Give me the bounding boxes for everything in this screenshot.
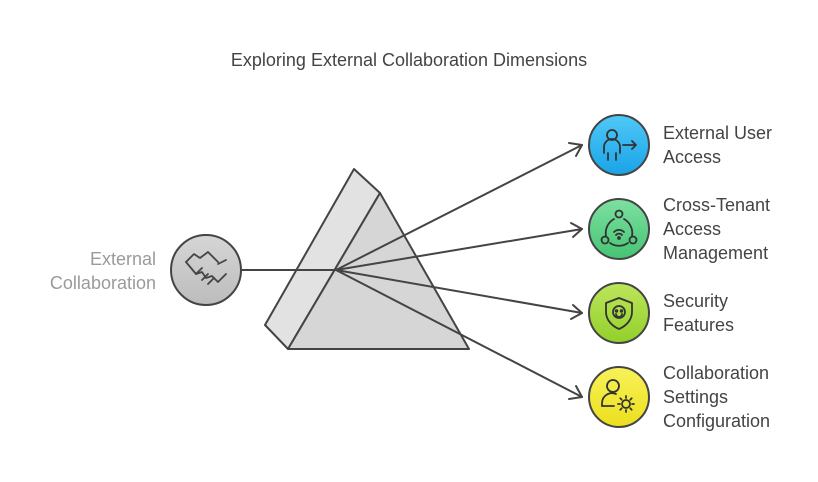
item-label-line: Collaboration — [663, 363, 770, 383]
item-label-line: Security — [663, 291, 729, 311]
item-label-cross-tenant: Cross-Tenant Access Management — [663, 193, 813, 265]
item-label-external-user-access: External User Access — [663, 121, 813, 169]
arrowhead-external-user-access — [568, 142, 583, 157]
item-label-line: Features — [663, 315, 735, 335]
item-node-external-user-access — [588, 114, 650, 176]
item-label-line: Management — [663, 243, 769, 263]
ray-cross-tenant — [335, 228, 583, 271]
source-label: External Collaboration — [20, 247, 156, 295]
item-label-collaboration-settings: Collaboration Settings Configuration — [663, 361, 813, 433]
arrowhead-security-features — [570, 304, 583, 320]
source-circle — [170, 234, 242, 306]
item-circle-security-features — [588, 282, 650, 344]
ray-external-user-access — [335, 144, 583, 271]
source-label-line-2: Collaboration — [49, 273, 156, 293]
item-label-line: Configuration — [663, 411, 771, 431]
user-arrow-icon — [603, 129, 637, 161]
item-node-collaboration-settings — [588, 366, 650, 428]
outgoing-rays — [335, 142, 583, 400]
item-label-line: Settings — [663, 387, 729, 407]
item-label-line: Access — [663, 147, 722, 167]
item-label-line: External User — [663, 123, 773, 143]
user-gear-icon — [601, 379, 635, 413]
item-label-line: Access — [663, 219, 722, 239]
item-node-cross-tenant — [588, 198, 650, 260]
handshake-icon — [185, 251, 227, 285]
diagram-title: Exploring External Collaboration Dimensi… — [230, 50, 588, 70]
ray-collaboration-settings — [335, 269, 583, 398]
arrowhead-cross-tenant — [570, 222, 583, 238]
network-share-icon — [600, 209, 638, 247]
source-node — [170, 234, 242, 306]
item-label-security-features: Security Features — [663, 289, 813, 337]
item-node-security-features — [588, 282, 650, 344]
source-label-line-1: External — [89, 249, 156, 269]
ray-security-features — [335, 269, 583, 314]
item-label-line: Cross-Tenant — [663, 195, 771, 215]
shield-icon — [605, 297, 633, 330]
arrowhead-collaboration-settings — [568, 385, 583, 400]
item-circle-collaboration-settings — [588, 366, 650, 428]
